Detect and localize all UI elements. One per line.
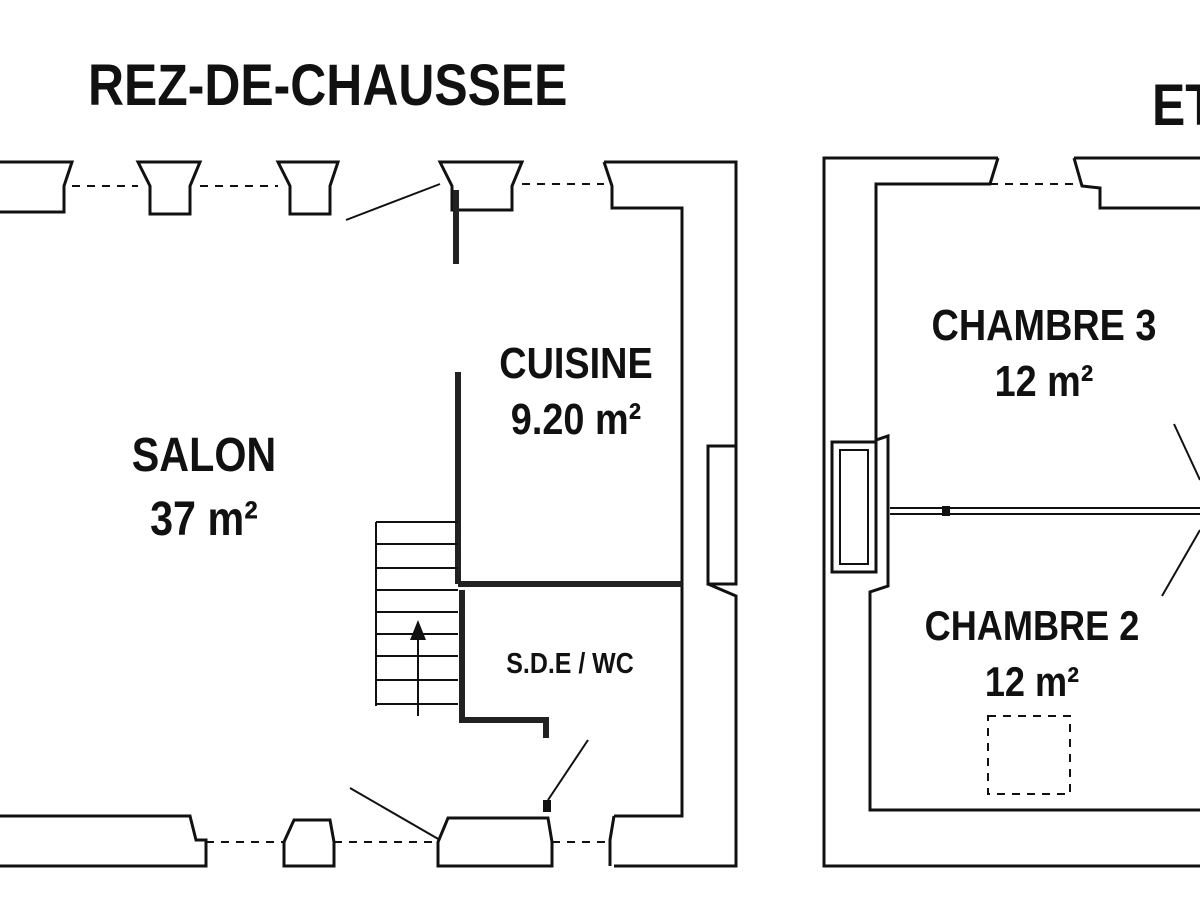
window-sill-bottom-3 bbox=[436, 816, 554, 868]
chambre3-label: CHAMBRE 3 12 m² bbox=[894, 298, 1194, 410]
salon-name: SALON bbox=[131, 429, 277, 482]
door-swing-top bbox=[345, 183, 441, 221]
window-sill-top-1 bbox=[0, 160, 75, 214]
salon-label: SALON 37 m² bbox=[54, 426, 354, 550]
window-sill-bottom-4 bbox=[608, 815, 616, 866]
upper-floor-plan bbox=[822, 156, 1200, 868]
chambre3-name: CHAMBRE 3 bbox=[931, 301, 1157, 350]
upper-floor-title: ET bbox=[1152, 73, 1200, 138]
chambre3-area: 12 m² bbox=[994, 357, 1094, 406]
window-sill-bottom-2 bbox=[282, 818, 336, 868]
upper-inner-wall bbox=[868, 157, 1200, 812]
window-sill-top-4 bbox=[437, 160, 525, 212]
upper-outer-wall bbox=[822, 156, 1200, 868]
chambre2-label: CHAMBRE 2 12 m² bbox=[882, 598, 1182, 710]
window-sill-top-2 bbox=[135, 160, 203, 216]
sde-wc-label: S.D.E / WC bbox=[506, 648, 634, 680]
outer-wall-right-inner bbox=[602, 161, 684, 818]
cuisine-area: 9.20 m² bbox=[510, 395, 642, 444]
upper-window-right bbox=[1072, 156, 1200, 210]
ground-floor-title: REZ-DE-CHAUSSEE bbox=[88, 53, 568, 118]
door-swing-bath bbox=[547, 739, 589, 801]
bedroom-partition bbox=[890, 507, 1200, 515]
ground-floor-plan bbox=[0, 160, 738, 868]
bath-wall-left bbox=[459, 590, 549, 738]
window-sill-bottom-1 bbox=[0, 814, 208, 868]
salon-area: 37 m² bbox=[150, 493, 258, 546]
window-sill-top-5 bbox=[604, 160, 738, 586]
chimney bbox=[830, 440, 878, 574]
door-swing-chambre3 bbox=[1173, 423, 1200, 481]
chambre2-area: 12 m² bbox=[984, 658, 1080, 705]
skylight bbox=[987, 715, 1071, 795]
door-swing-bottom bbox=[349, 787, 441, 841]
cuisine-label: CUISINE 9.20 m² bbox=[466, 336, 686, 448]
staircase bbox=[375, 521, 458, 716]
window-sill-top-3 bbox=[275, 160, 341, 216]
door-swing-chambre2 bbox=[1161, 529, 1200, 597]
chambre2-name: CHAMBRE 2 bbox=[924, 602, 1140, 649]
outer-wall-right-lower bbox=[614, 582, 738, 868]
cuisine-name: CUISINE bbox=[499, 339, 653, 388]
